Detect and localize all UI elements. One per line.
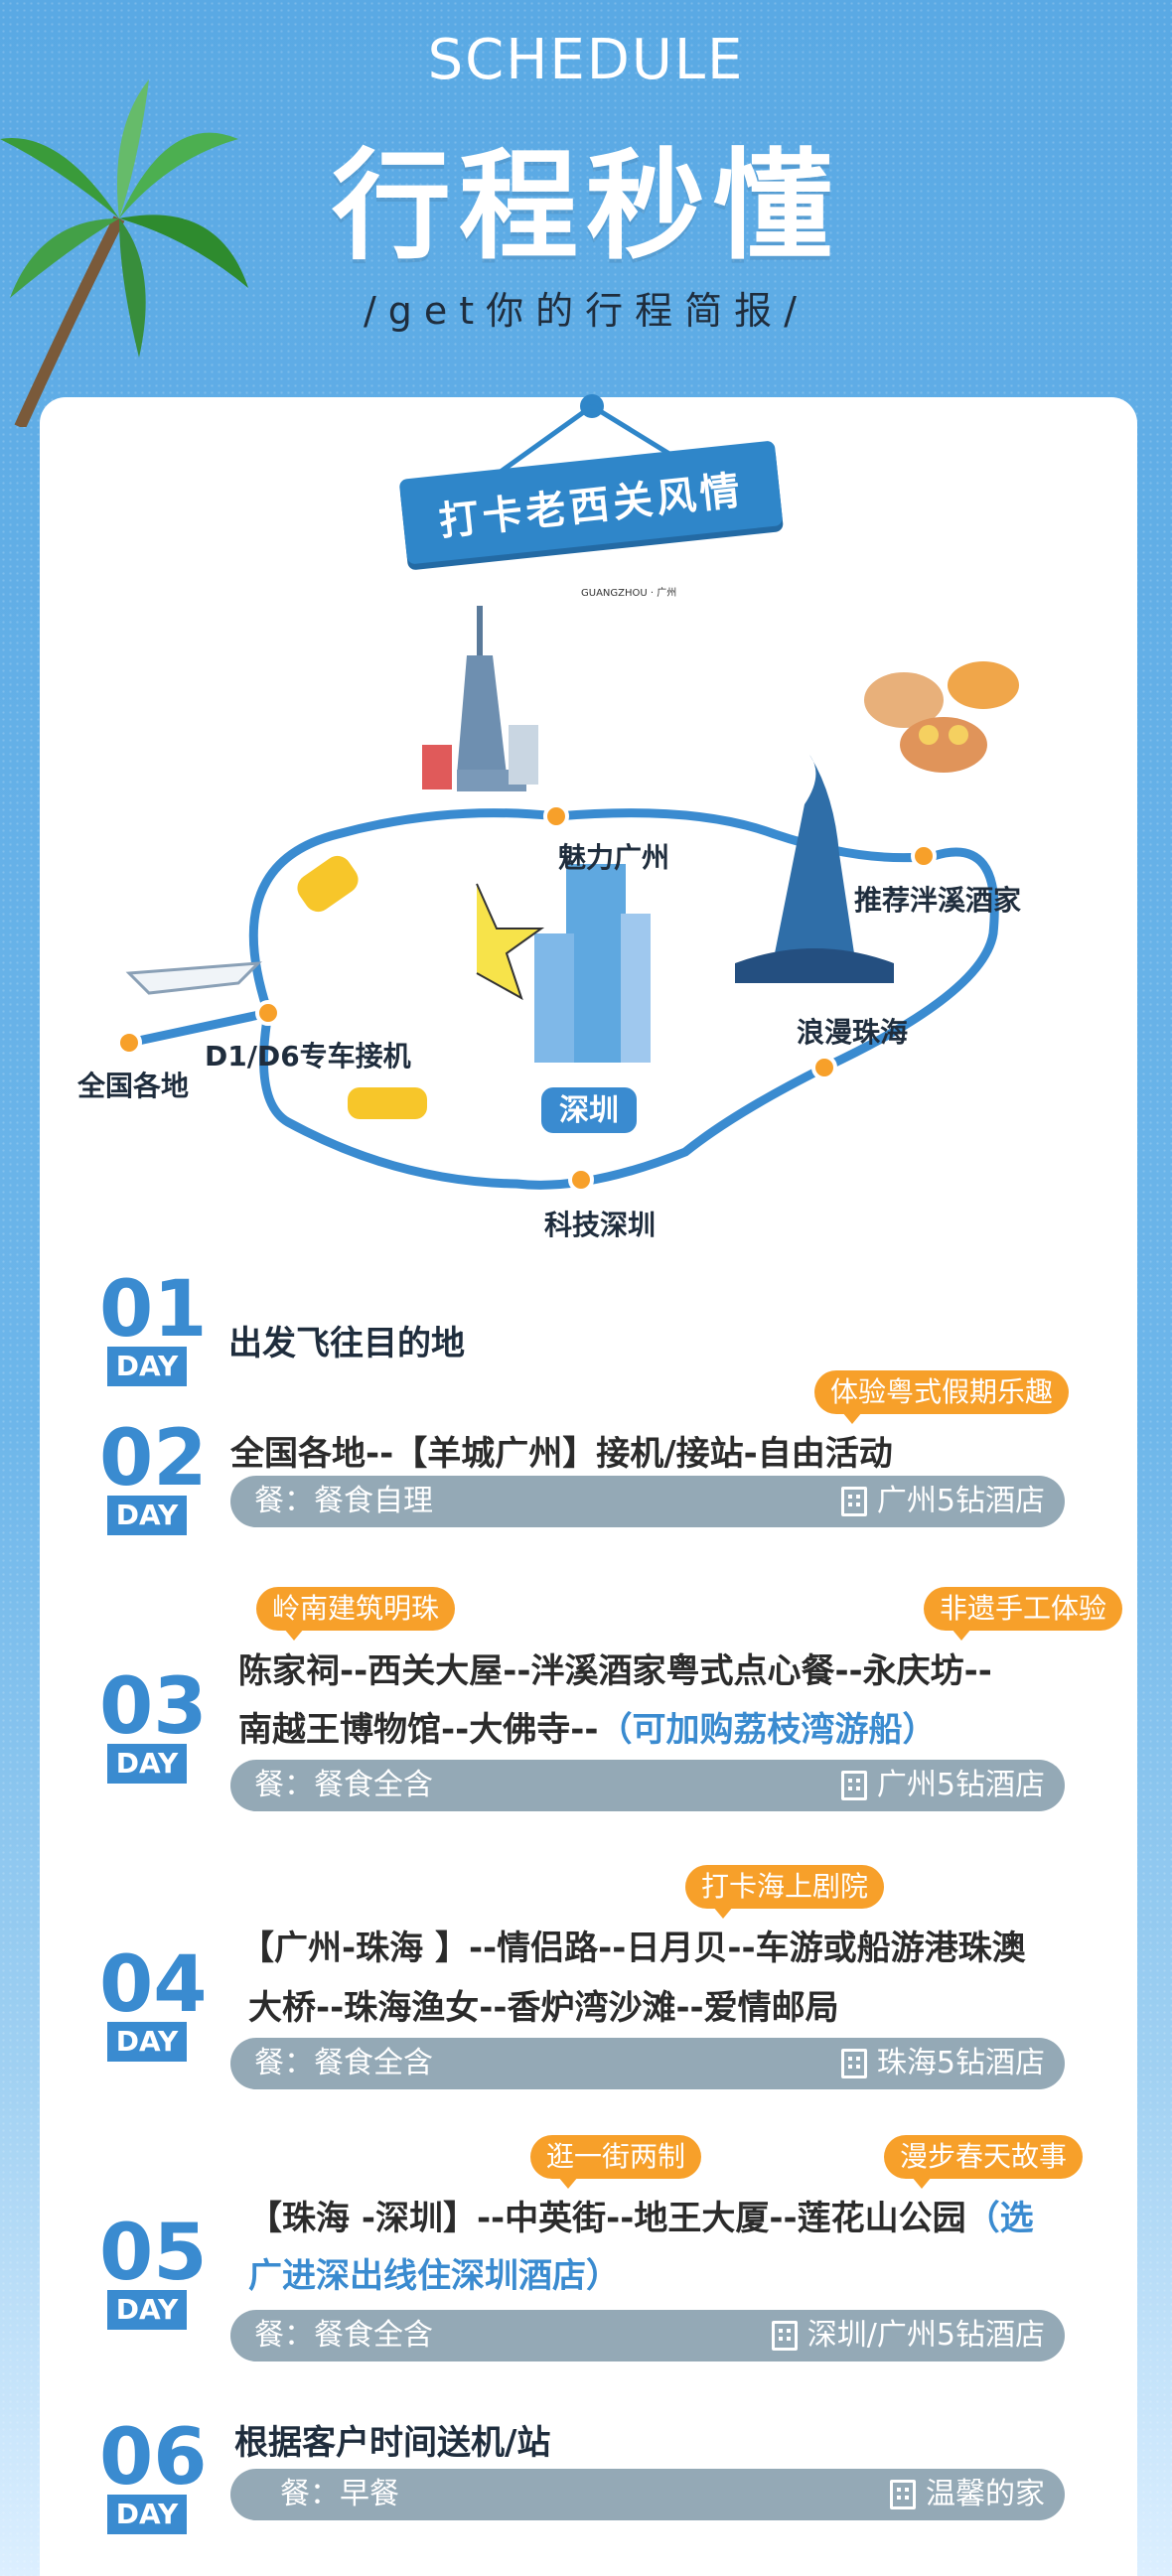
day-04-route-line-1: 【广州-珠海 】--情侣路--日月贝--车游或船游港珠澳 (240, 1929, 1026, 1968)
car-icon (297, 855, 359, 913)
day-label: DAY (107, 2495, 187, 2534)
fisher-girl-statue-icon (735, 755, 894, 983)
optional-note: （可加购荔枝湾游船） (598, 1710, 937, 1750)
day-05-info-bar: 餐：餐食全含 深圳/广州5钻酒店 (230, 2310, 1065, 2361)
day-03-route-line-1: 陈家祠--西关大屋--泮溪酒家粤式点心餐--永庆坊-- (238, 1651, 992, 1691)
day-06-title: 根据客户时间送机/站 (234, 2423, 551, 2463)
day-05-route-line-1: 【珠海 -深圳】--中英街--地王大厦--莲花山公园（选 (248, 2191, 1034, 2239)
hotel-name: 珠海5钻酒店 (876, 2046, 1045, 2080)
hotel-name: 深圳/广州5钻酒店 (806, 2318, 1045, 2353)
shenzhen-badge: 深圳 (559, 1093, 619, 1128)
day-03-info-bar: 餐：餐食全含 广州5钻酒店 (230, 1760, 1065, 1811)
day-number: 02 (99, 1414, 208, 1503)
day-label: DAY (107, 1496, 187, 1535)
day-label: DAY (107, 2022, 187, 2062)
building-icon (840, 2049, 867, 2078)
building-icon (890, 2480, 916, 2509)
day-02-route: 全国各地--【羊城广州】接机/接站-自由活动 (230, 1434, 893, 1474)
shenzhen-skyline-icon (476, 864, 651, 1063)
hotel-name: 广州5钻酒店 (876, 1768, 1045, 1802)
day-label: DAY (107, 1347, 187, 1386)
route-text: 南越王博物馆--大佛寺-- (238, 1710, 599, 1750)
stop-dot (116, 1030, 142, 1056)
day-04-info-bar: 餐：餐食全含 珠海5钻酒店 (230, 2038, 1065, 2089)
building-icon (840, 1487, 867, 1516)
car-icon (348, 1087, 427, 1119)
map-stop-label: 全国各地 (77, 1070, 190, 1102)
header-title-cn: 行程秒懂 (332, 138, 840, 276)
stop-dot (911, 843, 937, 869)
canton-tower-icon (422, 606, 538, 791)
day-01-title: 出发飞往目的地 (228, 1324, 465, 1363)
stop-dot (568, 1167, 594, 1193)
hotel-info: 温馨的家 (890, 2469, 1045, 2520)
hotel-info: 珠海5钻酒店 (840, 2038, 1045, 2089)
building-icon (771, 2321, 798, 2351)
meal-info: 餐：餐食自理 (254, 1484, 433, 1518)
day-number: 06 (99, 2413, 208, 2503)
map-stop-label: D1/D6专车接机 (205, 1040, 411, 1073)
map-stop-label: 魅力广州 (558, 841, 670, 874)
sign-hanger (485, 394, 697, 485)
map-stop-label: 推荐泮溪酒家 (854, 884, 1022, 917)
stop-dot (255, 1000, 281, 1026)
map-stop-label: 科技深圳 (544, 1209, 657, 1241)
tower-label-text: GUANGZHOU · 广州 (581, 587, 676, 599)
hotel-info: 深圳/广州5钻酒店 (771, 2310, 1045, 2361)
meal-info: 餐：餐食全含 (254, 1768, 433, 1802)
hotel-info: 广州5钻酒店 (840, 1476, 1045, 1527)
day-number: 04 (99, 1940, 208, 2030)
highlight-tag: 打卡海上剧院 (685, 1865, 885, 1919)
day-number: 05 (99, 2209, 208, 2298)
meal-info: 餐：餐食全含 (254, 2046, 433, 2080)
day-label: DAY (107, 1744, 187, 1784)
highlight-tag: 体验粤式假期乐趣 (814, 1370, 1070, 1424)
meal-info: 餐：早餐 (280, 2477, 399, 2511)
day-04-route-line-2: 大桥--珠海渔女--香炉湾沙滩--爱情邮局 (248, 1988, 839, 2028)
day-06-info-bar: 餐：早餐 温馨的家 (230, 2469, 1065, 2520)
day-number: 01 (99, 1265, 208, 1355)
day-badge-01: 01 DAY (99, 1265, 208, 1386)
meal-info: 餐：餐食全含 (254, 2318, 433, 2353)
dim-sum-icon (864, 661, 1019, 773)
day-badge-06: 06 DAY (99, 2413, 208, 2534)
hotel-name: 广州5钻酒店 (876, 1484, 1045, 1518)
palm-tree-illustration (0, 79, 248, 427)
day-number: 03 (99, 1662, 208, 1752)
optional-note: （选 (965, 2199, 1034, 2238)
route-text: 【珠海 -深圳】--中英街--地王大厦--莲花山公园 (248, 2199, 966, 2238)
day-label: DAY (107, 2290, 187, 2330)
map-stop-label: 浪漫珠海 (797, 1016, 909, 1049)
day-badge-03: 03 DAY (99, 1662, 208, 1784)
highlight-tag: 漫步春天故事 (884, 2135, 1084, 2189)
hotel-info: 广州5钻酒店 (840, 1760, 1045, 1811)
highlight-tag: 岭南建筑明珠 (256, 1587, 456, 1641)
day-05-route-line-2: 广进深出线住深圳酒店） (248, 2256, 620, 2296)
highlight-tag: 逛一街两制 (530, 2135, 702, 2189)
hotel-name: 温馨的家 (926, 2477, 1045, 2511)
header-title-en: SCHEDULE (427, 28, 745, 92)
airplane-icon (125, 961, 262, 995)
stop-dot (543, 803, 569, 829)
highlight-tag: 非遗手工体验 (924, 1587, 1123, 1641)
day-badge-02: 02 DAY (99, 1414, 208, 1535)
header-subtitle: /get你的行程简报/ (363, 289, 808, 333)
day-02-info-bar: 餐：餐食自理 广州5钻酒店 (230, 1476, 1065, 1527)
stop-dot (811, 1055, 837, 1080)
day-badge-05: 05 DAY (99, 2209, 208, 2330)
day-badge-04: 04 DAY (99, 1940, 208, 2062)
day-03-route-line-2: 南越王博物馆--大佛寺--（可加购荔枝湾游船） (238, 1702, 936, 1751)
building-icon (840, 1771, 867, 1800)
route-map: GUANGZHOU · 广州 (116, 587, 1019, 1193)
